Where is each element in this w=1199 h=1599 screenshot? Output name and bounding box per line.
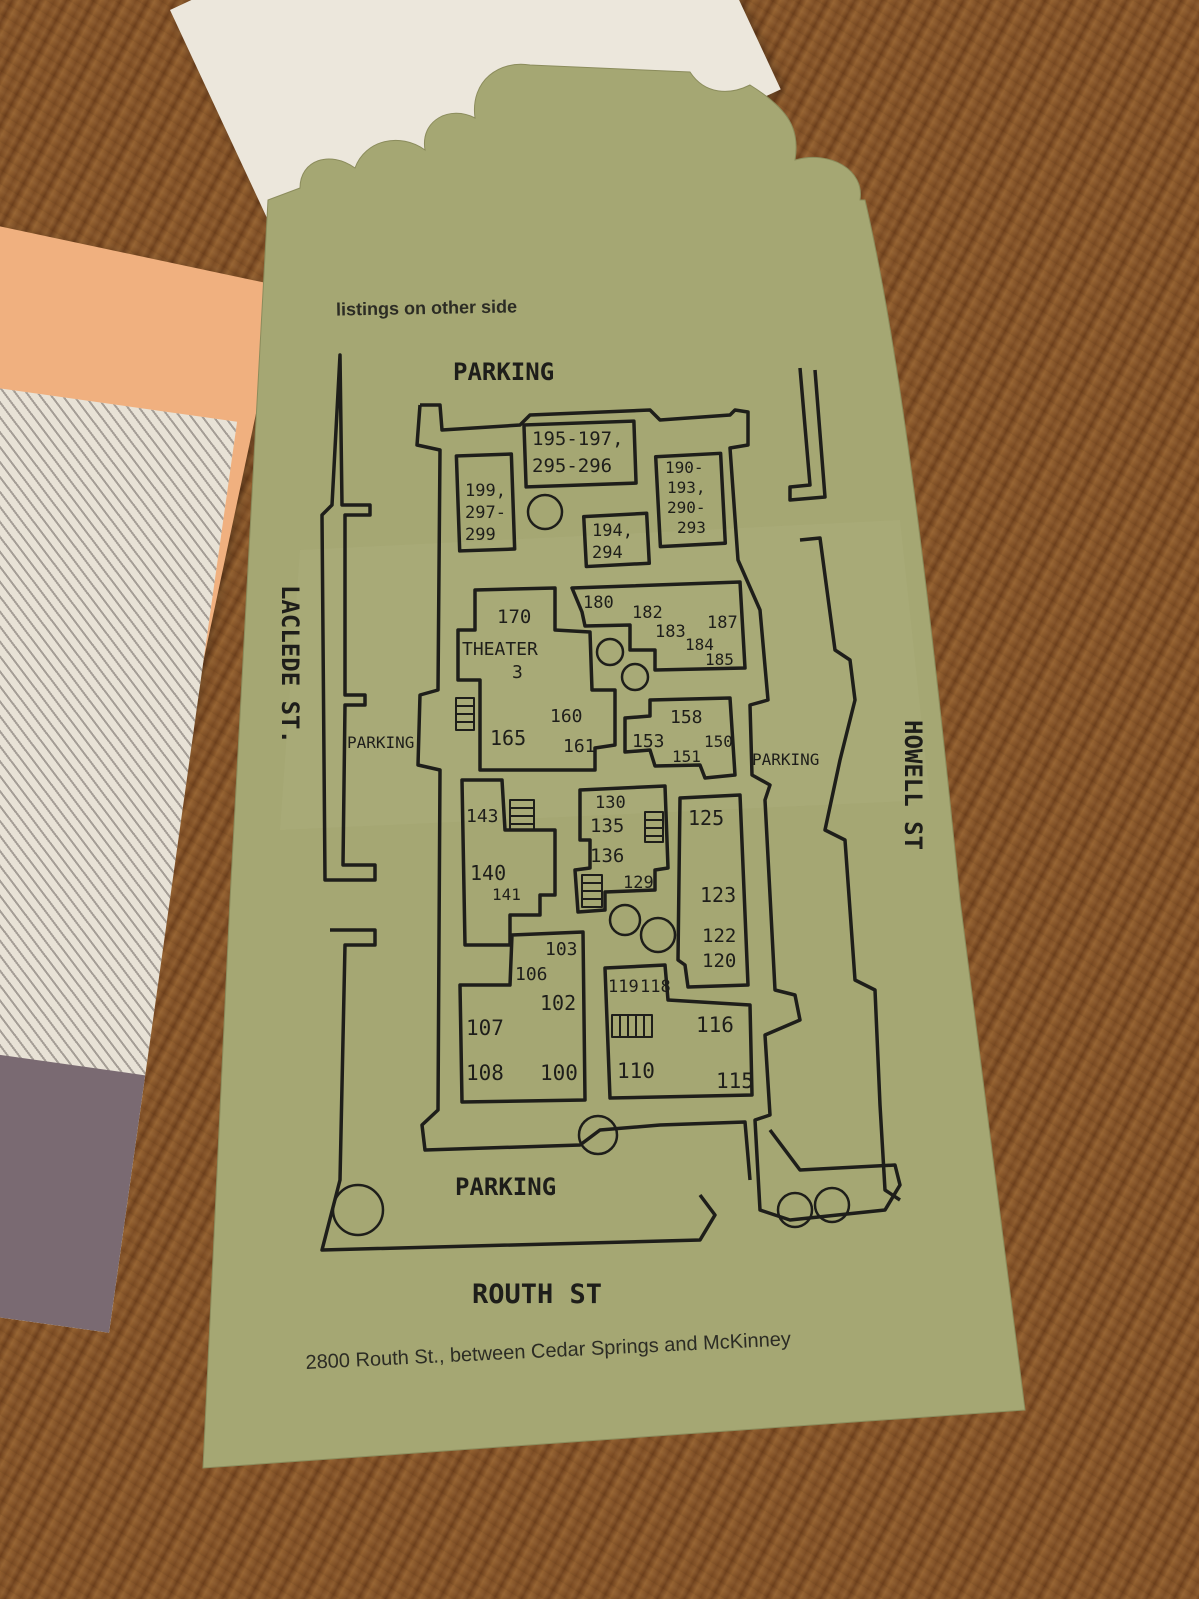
stair-icon-110 [611, 1014, 653, 1038]
unit-190-line3: 290- [667, 498, 706, 517]
listings-note: listings on other side [335, 296, 518, 320]
site-map-drawing [320, 353, 902, 1252]
unit-153: 153 [632, 731, 665, 752]
howell-street-right [799, 536, 901, 1202]
unit-190-line2: 193, [667, 478, 706, 497]
unit-165: 165 [490, 726, 526, 750]
unit-160: 160 [550, 706, 583, 727]
unit-143: 143 [466, 806, 499, 827]
unit-195-line1: 195-197, [532, 428, 624, 450]
unit-141: 141 [492, 885, 521, 904]
unit-194-line1: 194, [592, 521, 633, 541]
block-125 [676, 793, 750, 989]
unit-190-line4: 293 [677, 518, 706, 537]
theater-name: THEATER [462, 639, 538, 660]
unit-122: 122 [702, 925, 736, 947]
unit-151: 151 [672, 747, 701, 766]
unit-107: 107 [466, 1016, 504, 1040]
theater-number: 3 [512, 662, 523, 683]
howell-street-outline [788, 367, 827, 502]
block-199 [454, 452, 517, 553]
laclede-street-outline [320, 353, 377, 882]
routh-street-label: ROUTH ST [472, 1279, 602, 1310]
unit-199-line2: 297- [465, 503, 506, 523]
howell-street-label: HOWELL ST [899, 720, 927, 850]
unit-184: 184 [685, 635, 714, 654]
courtyard-walkway-left [415, 404, 752, 1181]
unit-183: 183 [655, 622, 686, 642]
unit-116: 116 [696, 1013, 734, 1037]
block-143 [460, 778, 557, 947]
unit-199-line1: 199, [465, 481, 506, 501]
unit-194-line2: 294 [592, 543, 623, 563]
unit-187: 187 [707, 613, 738, 633]
unit-129: 129 [623, 873, 654, 893]
unit-199-line3: 299 [465, 525, 496, 545]
unit-125: 125 [688, 806, 724, 830]
unit-140: 140 [470, 861, 506, 885]
stair-icon-129 [581, 874, 603, 908]
unit-118: 118 [640, 977, 671, 997]
unit-103: 103 [545, 939, 578, 960]
unit-115: 115 [716, 1069, 754, 1093]
paper-sheen [280, 520, 930, 830]
unit-108: 108 [466, 1061, 504, 1085]
parking-left-label: PARKING [347, 733, 414, 752]
block-130 [573, 784, 670, 914]
laclede-street-label: LACLEDE ST. [276, 585, 304, 744]
block-theater [456, 586, 617, 772]
unit-100: 100 [540, 1061, 578, 1085]
unit-102: 102 [540, 991, 576, 1015]
unit-161: 161 [563, 736, 596, 757]
unit-110: 110 [617, 1059, 655, 1083]
parking-bottom-label: PARKING [455, 1173, 556, 1201]
block-195 [522, 419, 638, 489]
parking-top-label: PARKING [453, 358, 554, 386]
unit-136: 136 [590, 845, 624, 867]
unit-135: 135 [590, 815, 624, 837]
unit-119: 119 [608, 977, 639, 997]
tree-icon [331, 493, 851, 1237]
unit-180: 180 [583, 593, 614, 613]
block-103 [458, 930, 587, 1104]
block-180 [570, 580, 747, 672]
unit-106: 106 [515, 964, 548, 985]
unit-123: 123 [700, 883, 736, 907]
parking-right-label: PARKING [752, 750, 819, 769]
stair-icon-theater [455, 697, 475, 731]
block-190 [653, 451, 728, 549]
unit-158: 158 [670, 707, 703, 728]
stair-icon-143 [509, 799, 535, 831]
stair-icon-135 [644, 811, 664, 843]
unit-150: 150 [704, 732, 733, 751]
block-110 [603, 963, 754, 1100]
unit-190-line1: 190- [665, 458, 704, 477]
laclede-street-lower [320, 928, 717, 1252]
unit-130: 130 [595, 793, 626, 813]
unit-182: 182 [632, 603, 663, 623]
courtyard-walkway [420, 403, 902, 1222]
unit-185: 185 [705, 650, 734, 669]
unit-195-line2: 295-296 [532, 455, 612, 477]
block-158 [623, 696, 737, 780]
unit-170: 170 [497, 606, 531, 628]
block-194 [581, 511, 652, 569]
unit-120: 120 [702, 950, 736, 972]
